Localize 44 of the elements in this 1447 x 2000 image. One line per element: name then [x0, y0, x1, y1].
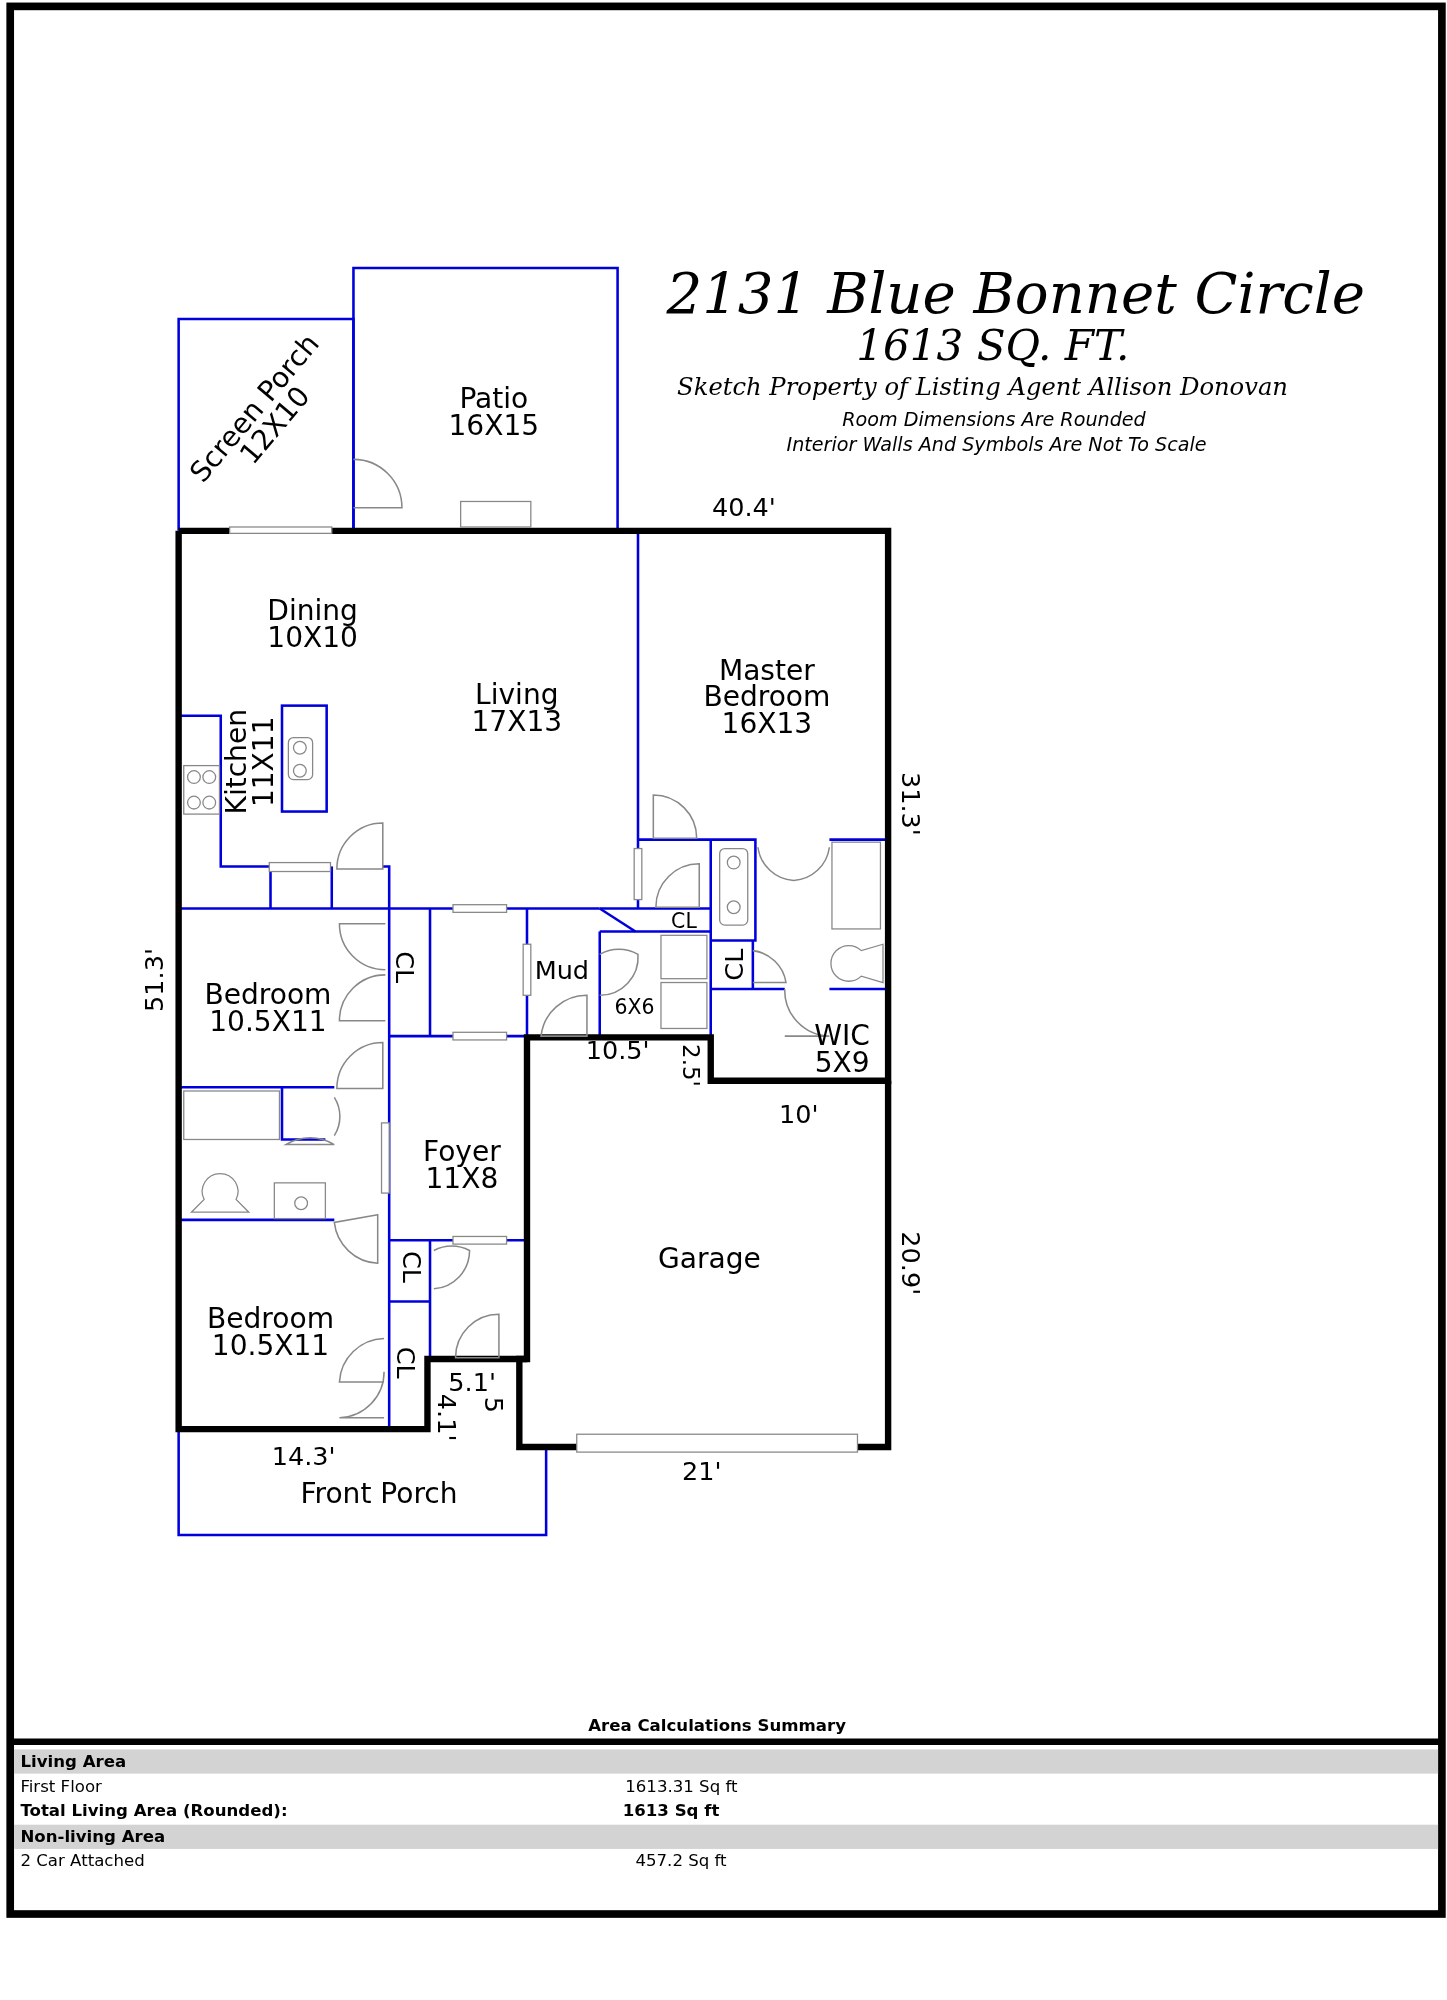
room-label: Patio 16X15 [447, 386, 541, 441]
dimension-label: 2.5' [678, 1044, 702, 1087]
room-label: Mud [534, 958, 591, 983]
room-label: Foyer 11X8 [422, 1139, 502, 1193]
table-cell: Non-living Area [20, 1827, 166, 1845]
note: Room Dimensions Are Rounded [842, 410, 1146, 430]
note: Sketch Property of Listing Agent Allison Donovan [677, 374, 1288, 399]
table-cell: 2 Car Attached [20, 1852, 145, 1869]
table-cell: 1613 Sq ft [622, 1802, 720, 1819]
table-cell: Living Area [20, 1752, 127, 1770]
title: 2131 Blue Bonnet Circle [666, 265, 1365, 322]
room-label: Garage [657, 1246, 762, 1273]
dimension-label: 10' [779, 1101, 819, 1127]
room-label: Master Bedroom 16X13 [702, 658, 832, 738]
room-label: CL [670, 911, 698, 931]
room-dimension: 6X6 [613, 997, 655, 1018]
room-label: Kitchen 11X11 [224, 708, 279, 817]
room-label: Front Porch [299, 1480, 459, 1508]
dimension-label: 31.3' [898, 771, 924, 836]
dimension-label: 5 [481, 1396, 507, 1413]
room-label: CL [392, 950, 417, 986]
table-cell: 1613.31 Sq ft [625, 1778, 738, 1795]
room-label: CL [722, 947, 748, 983]
room-label: Bedroom 10.5X11 [206, 1306, 335, 1361]
room-label: CL [393, 1345, 418, 1381]
dimension-label: 5.1' [448, 1369, 496, 1395]
dimension-label: 4.1' [433, 1393, 460, 1442]
room-label: Bedroom 10.5X11 [203, 982, 333, 1036]
dimension-label: 14.3' [271, 1443, 336, 1469]
table-heading: Area Calculations Summary [588, 1716, 846, 1734]
room-label: Dining 10X10 [266, 598, 359, 652]
room-label: CL [398, 1250, 423, 1286]
table-cell: Total Living Area (Rounded): [20, 1802, 288, 1819]
note: Interior Walls And Symbols Are Not To Scale [786, 435, 1207, 455]
room-label: WIC 5X9 [813, 1023, 871, 1077]
room-label: Living 17X13 [470, 682, 564, 737]
dimension-label: 51.3' [141, 948, 168, 1012]
table-cell: First Floor [20, 1778, 102, 1795]
dimension-label: 21' [682, 1458, 722, 1484]
dimension-label: 40.4' [712, 493, 776, 520]
dimension-label: 10.5' [585, 1037, 650, 1063]
table-cell: 457.2 Sq ft [635, 1852, 727, 1869]
dimension-label: 20.9' [898, 1231, 924, 1296]
subtitle: 1613 SQ. FT. [856, 324, 1130, 367]
